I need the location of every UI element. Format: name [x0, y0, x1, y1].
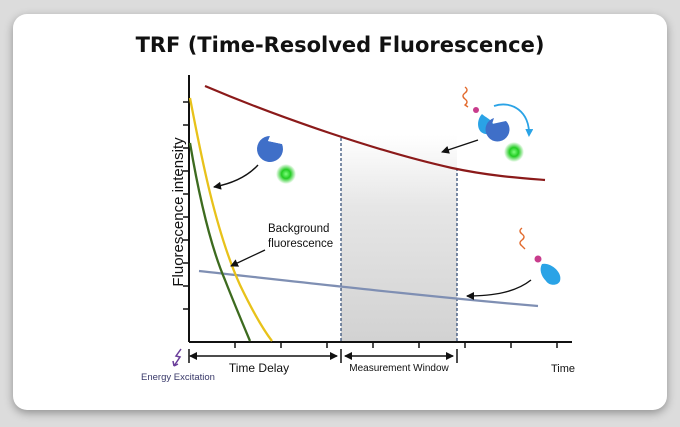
energy-excitation-label: Energy Excitation: [141, 372, 215, 383]
measurement-window-shade: [341, 135, 457, 341]
energy-transfer-arrow: [493, 103, 534, 137]
green-short-decay-curve: [188, 142, 252, 342]
free-wavy-arrow-icon: [519, 227, 526, 250]
y-axis-ticks: [183, 101, 189, 310]
free-acceptor-drop-icon: [540, 263, 561, 285]
background-label-line1: Background: [268, 223, 329, 235]
background-pointer-arrow: [230, 249, 266, 267]
wavy-arrow-icon: [462, 86, 469, 108]
time-delay-label: Time Delay: [229, 361, 289, 375]
yellow-short-decay-curve: [188, 97, 273, 342]
fret-pointer-arrow: [441, 139, 479, 154]
background-fluorescence-curve: [198, 269, 539, 308]
figure-card: [13, 14, 667, 410]
y-axis-label: Fluorescence intensity: [170, 137, 187, 287]
long-lifetime-decay-curve: [204, 84, 546, 182]
acceptor-pointer-arrow: [466, 279, 532, 300]
background-label-line2: fluorescence: [268, 238, 333, 250]
fret-emission-icon: [504, 142, 524, 162]
x-axis-ticks: [234, 342, 558, 348]
fret-donor-pacman-icon: [485, 118, 510, 142]
energy-bolt-icon: [172, 348, 182, 367]
x-axis-label: Time: [551, 363, 575, 375]
green-emission-icon: [276, 164, 296, 184]
free-linker-dot-icon: [534, 255, 542, 263]
measurement-window-label: Measurement Window: [349, 363, 449, 374]
donor-pointer-arrow: [213, 164, 259, 190]
pacman-donor-icon: [257, 136, 283, 163]
linker-dot-icon: [473, 107, 479, 113]
page-title: TRF (Time-Resolved Fluorescence): [135, 33, 545, 57]
